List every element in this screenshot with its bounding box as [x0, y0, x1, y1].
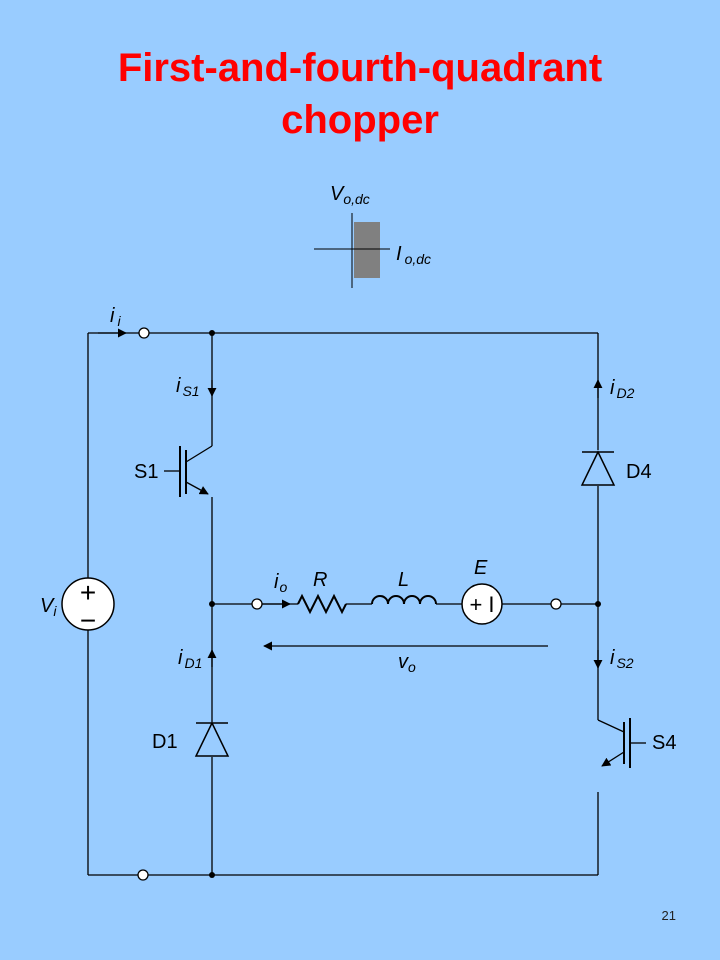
- quadrant-v-label: Vo,dc: [330, 183, 370, 207]
- r-label: R: [313, 569, 327, 591]
- diode-d4: [580, 450, 616, 486]
- terminal-bottom: [137, 869, 149, 881]
- vo-label: vo: [398, 651, 416, 675]
- inductor-l: [371, 595, 437, 605]
- svg-text:−: −: [80, 605, 96, 636]
- resistor-r: [297, 593, 347, 615]
- s4-label: S4: [652, 732, 676, 754]
- s1-label: S1: [134, 461, 158, 483]
- d4-label: D4: [626, 461, 652, 483]
- l-label: L: [398, 569, 409, 591]
- io-label: io: [274, 571, 287, 595]
- page-number: 21: [661, 908, 676, 923]
- slide-title-line-1: First-and-fourth-quadrant: [117, 46, 603, 90]
- circuit-wires: [87, 332, 599, 876]
- terminal-load-right: [550, 598, 562, 610]
- vi-label: Vi: [40, 595, 57, 619]
- switch-s1: [164, 445, 213, 497]
- terminal-load-left: [251, 598, 263, 610]
- diode-d1: [194, 721, 230, 757]
- voltage-source-vi: + −: [61, 577, 115, 636]
- emf-signs: + I: [469, 592, 494, 617]
- e-label: E: [474, 557, 488, 579]
- slide-title: First-and-fourth-quadrant chopper: [0, 42, 720, 146]
- svg-text:+: +: [80, 577, 96, 608]
- d1-label: D1: [152, 731, 178, 753]
- junction-dots: [209, 330, 601, 878]
- terminal-top: [138, 327, 150, 339]
- slide-title-line-2: chopper: [281, 98, 439, 142]
- switch-s4: [597, 718, 646, 768]
- quadrant-shade: [354, 222, 380, 278]
- emf-e: [461, 583, 503, 625]
